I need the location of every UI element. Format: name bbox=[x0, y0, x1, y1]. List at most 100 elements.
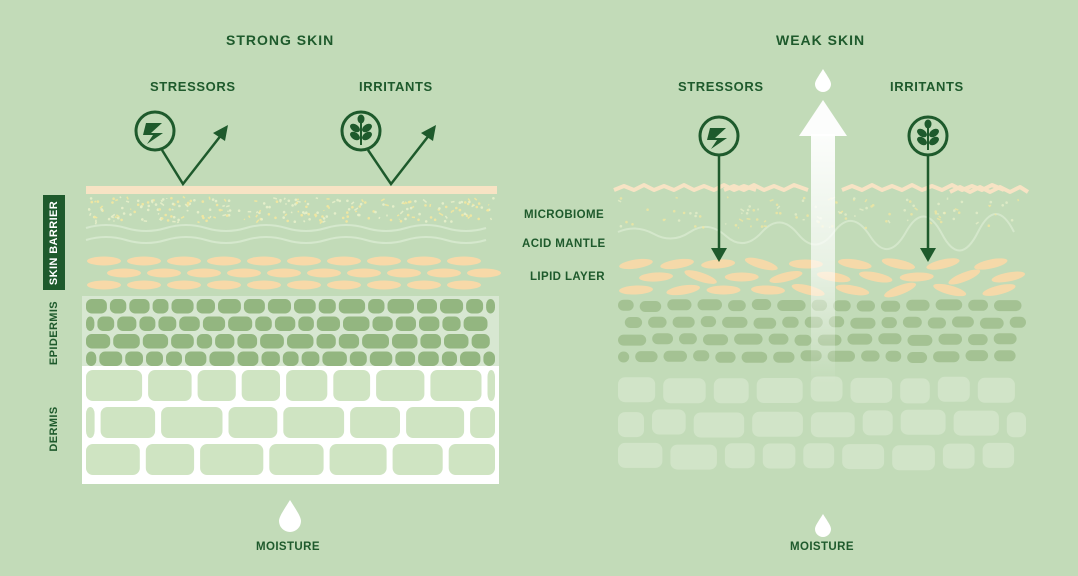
microbe bbox=[331, 200, 336, 204]
microbe bbox=[912, 204, 915, 208]
lipid-molecule bbox=[227, 268, 261, 278]
skin-cell bbox=[880, 300, 901, 312]
lipid-molecule bbox=[407, 256, 441, 266]
microbe bbox=[154, 203, 158, 206]
microbe bbox=[738, 218, 744, 222]
microbe bbox=[760, 225, 764, 228]
microbe bbox=[354, 210, 358, 213]
microbe bbox=[265, 205, 269, 209]
skin-cell bbox=[679, 333, 697, 345]
microbe bbox=[120, 218, 123, 222]
strong-microbiome bbox=[87, 195, 495, 225]
skin-cell bbox=[618, 351, 630, 363]
microbe bbox=[260, 218, 264, 221]
microbe bbox=[89, 197, 93, 200]
skin-cell bbox=[907, 334, 933, 346]
microbe bbox=[112, 197, 115, 200]
microbe bbox=[698, 215, 702, 218]
microbe bbox=[225, 204, 230, 208]
lipid-molecule bbox=[267, 268, 301, 278]
microbe bbox=[93, 215, 96, 219]
skin-cell bbox=[722, 316, 748, 328]
microbe bbox=[364, 201, 367, 204]
microbe bbox=[321, 215, 324, 218]
microbe bbox=[304, 200, 307, 203]
lipid-molecule bbox=[724, 272, 759, 282]
microbe bbox=[176, 200, 180, 203]
microbe bbox=[111, 201, 114, 204]
microbe bbox=[346, 199, 349, 203]
skin-cell bbox=[283, 407, 345, 438]
weak-irritants-label: IRRITANTS bbox=[890, 79, 964, 94]
microbe bbox=[258, 209, 262, 214]
lipid-molecule bbox=[666, 284, 701, 296]
weak-irritant-arrowhead bbox=[920, 248, 936, 262]
skin-cell bbox=[977, 377, 1015, 403]
skin-cell bbox=[100, 407, 156, 438]
skin-cell bbox=[125, 351, 143, 366]
skin-cell bbox=[269, 444, 324, 475]
microbe bbox=[170, 215, 173, 218]
microbe bbox=[314, 214, 318, 218]
lipid-molecule bbox=[247, 280, 281, 290]
lipid-layer-label: LIPID LAYER bbox=[530, 271, 605, 283]
skin-cell bbox=[86, 444, 140, 475]
microbe bbox=[186, 201, 190, 205]
skin-cell bbox=[968, 299, 988, 311]
microbe bbox=[211, 198, 215, 201]
microbe bbox=[864, 226, 868, 230]
microbe bbox=[953, 209, 956, 212]
microbe bbox=[303, 220, 306, 223]
microbe bbox=[164, 213, 167, 217]
skin-cell bbox=[756, 378, 803, 403]
microbe bbox=[322, 217, 326, 220]
microbe bbox=[486, 208, 490, 212]
skin-cell bbox=[979, 317, 1004, 329]
microbe bbox=[228, 209, 232, 212]
lipid-molecule bbox=[660, 258, 694, 270]
skin-cell bbox=[624, 317, 643, 328]
skin-cell bbox=[448, 444, 495, 475]
microbe bbox=[617, 199, 622, 203]
microbe bbox=[939, 220, 943, 224]
lipid-molecule bbox=[706, 285, 741, 295]
skin-cell bbox=[700, 316, 717, 328]
skin-cell bbox=[406, 407, 465, 438]
skin-cell bbox=[255, 316, 272, 331]
lipid-molecule bbox=[769, 271, 803, 283]
strong-acid-mantle bbox=[85, 224, 487, 244]
weak-escaping-drop-icon bbox=[815, 69, 831, 92]
skin-cell bbox=[466, 299, 484, 314]
microbe bbox=[450, 200, 455, 203]
skin-cell bbox=[197, 370, 236, 401]
microbe bbox=[906, 219, 909, 222]
microbe bbox=[954, 208, 959, 211]
skin-cell bbox=[672, 316, 695, 328]
skin-cell bbox=[471, 334, 490, 349]
skin-cell bbox=[803, 443, 835, 469]
microbe bbox=[429, 216, 433, 219]
skin-cell bbox=[968, 334, 988, 346]
microbe bbox=[380, 198, 385, 202]
microbe bbox=[227, 199, 231, 202]
microbe bbox=[287, 199, 291, 203]
skin-cell bbox=[618, 377, 656, 403]
strong-stressors-label: STRESSORS bbox=[150, 79, 236, 94]
microbe bbox=[159, 202, 165, 207]
microbe bbox=[146, 208, 150, 212]
lipid-molecule bbox=[327, 256, 361, 266]
microbe bbox=[176, 221, 180, 224]
weak-stressor-icon bbox=[698, 115, 740, 157]
lipid-molecule bbox=[307, 268, 341, 278]
lipid-molecule bbox=[899, 272, 934, 282]
skin-cell bbox=[885, 350, 902, 362]
microbe bbox=[129, 213, 132, 216]
skin-cell bbox=[635, 351, 658, 363]
microbe bbox=[222, 213, 227, 217]
microbe bbox=[158, 218, 163, 222]
skin-cell bbox=[965, 350, 989, 362]
leaf-sprig-icon bbox=[350, 114, 372, 145]
strong-stressor-icon bbox=[134, 110, 176, 152]
microbe bbox=[801, 199, 805, 202]
lipid-molecule bbox=[347, 268, 381, 278]
